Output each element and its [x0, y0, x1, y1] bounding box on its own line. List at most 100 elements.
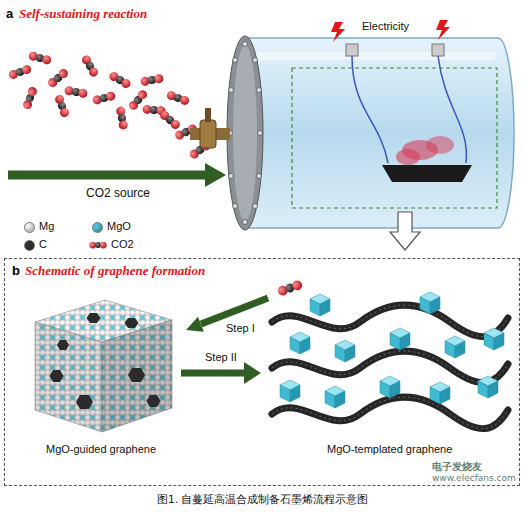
arrow-shaft: [181, 370, 246, 377]
svg-line: [8, 171, 207, 180]
svg-circle: [257, 88, 262, 93]
svg-circle: [229, 88, 234, 93]
legend-label: Mg: [39, 220, 54, 232]
panel-frame: b Schematic of graphene formationMgO-guid…: [4, 258, 520, 486]
svg-polygon: [50, 370, 64, 382]
svg-use: [276, 279, 303, 297]
svg-use: [310, 294, 330, 316]
svg-g: [272, 305, 508, 429]
svg-use: [290, 332, 310, 354]
svg-use: [80, 54, 99, 78]
svg-ellipse: [396, 149, 420, 165]
step-arrow: [181, 362, 261, 384]
svg-ellipse: [426, 136, 454, 154]
svg-polygon: [128, 368, 145, 382]
svg-use: [92, 91, 117, 106]
svg-g: [272, 305, 508, 429]
svg-polygon: [205, 163, 226, 187]
svg-use: [445, 336, 465, 358]
svg-rect: [292, 68, 497, 208]
svg-use: [380, 376, 400, 398]
svg-use: [280, 380, 300, 402]
svg-polygon: [186, 317, 204, 332]
svg-polygon: [382, 165, 472, 182]
figure-node: MgO-templated graphene: [263, 299, 517, 467]
step-label: Step II: [204, 351, 238, 363]
svg-circle: [257, 174, 262, 179]
source-arrow: [8, 163, 226, 187]
svg-polygon: [102, 320, 172, 432]
legend-swatch: [24, 222, 35, 233]
svg-use: [8, 64, 33, 80]
graphene-sheets: [272, 292, 508, 429]
svg-ellipse: [227, 36, 263, 230]
svg-circle: [233, 58, 238, 63]
svg-polygon: [35, 322, 102, 432]
panel-title: Schematic of graphene formation: [25, 263, 205, 279]
step-label: Step I: [226, 322, 255, 334]
svg-path: [352, 56, 388, 163]
svg-polygon: [102, 320, 172, 432]
svg-rect: [200, 120, 216, 148]
svg-circle: [243, 220, 248, 225]
svg-polygon: [147, 395, 161, 407]
panel-letter: a: [6, 6, 13, 21]
power-label: Electricity: [362, 20, 409, 32]
svg-use: [54, 94, 70, 119]
svg-circle: [253, 58, 258, 63]
figure-label: MgO-guided graphene: [46, 443, 156, 455]
svg-line: [201, 298, 268, 324]
svg-ellipse: [233, 45, 257, 221]
svg-use: [140, 74, 164, 87]
panel-letter: b: [12, 263, 20, 278]
arrow-head: [244, 362, 261, 384]
panel-title: Self-sustaining reaction: [19, 6, 147, 22]
svg-use: [22, 86, 38, 111]
legend-label: MgO: [107, 220, 131, 232]
svg-polygon: [35, 322, 102, 432]
svg-use: [64, 86, 88, 99]
svg-rect: [255, 52, 495, 60]
svg-path: [272, 305, 508, 337]
reactor: [190, 20, 514, 230]
svg-rect: [432, 44, 444, 56]
svg-rect: [346, 44, 358, 56]
legend-molecule: [87, 239, 109, 251]
svg-use: [484, 328, 504, 350]
svg-g: [228, 42, 263, 225]
mgo-cube: [35, 300, 172, 432]
svg-circle: [229, 174, 234, 179]
svg-polygon: [125, 318, 139, 328]
figure-caption: 图1. 自蔓延高温合成制备石墨烯流程示意图: [157, 493, 368, 507]
svg-use: [420, 292, 440, 314]
legend-swatch: [92, 222, 103, 233]
svg-circle: [243, 42, 248, 47]
svg-rect: [205, 108, 211, 122]
svg-use: [116, 106, 129, 130]
svg-polygon: [436, 20, 450, 40]
svg-polygon: [331, 22, 345, 42]
svg-polygon: [57, 340, 69, 350]
svg-polygon: [76, 395, 93, 409]
watermark: 电子发烧友: [432, 460, 482, 474]
svg-circle: [258, 131, 263, 136]
svg-circle: [253, 204, 258, 209]
co2-molecules: [8, 51, 212, 161]
svg-use: [158, 109, 181, 131]
figure-label: MgO-templated graphene: [327, 443, 452, 455]
svg-use: [335, 340, 355, 362]
svg-use: [430, 382, 450, 404]
svg-polygon: [87, 313, 101, 323]
figure-node: MgO-guided graphene: [23, 299, 179, 467]
svg-use: [46, 67, 69, 89]
svg-path: [272, 397, 508, 429]
legend-label: CO2: [111, 238, 134, 250]
svg-use: [325, 386, 345, 408]
svg-use: [166, 90, 191, 106]
source-label: CO2 source: [86, 186, 150, 200]
svg-use: [390, 328, 410, 350]
svg-use: [28, 51, 53, 66]
svg-path: [272, 397, 508, 429]
svg-path: [245, 38, 514, 228]
